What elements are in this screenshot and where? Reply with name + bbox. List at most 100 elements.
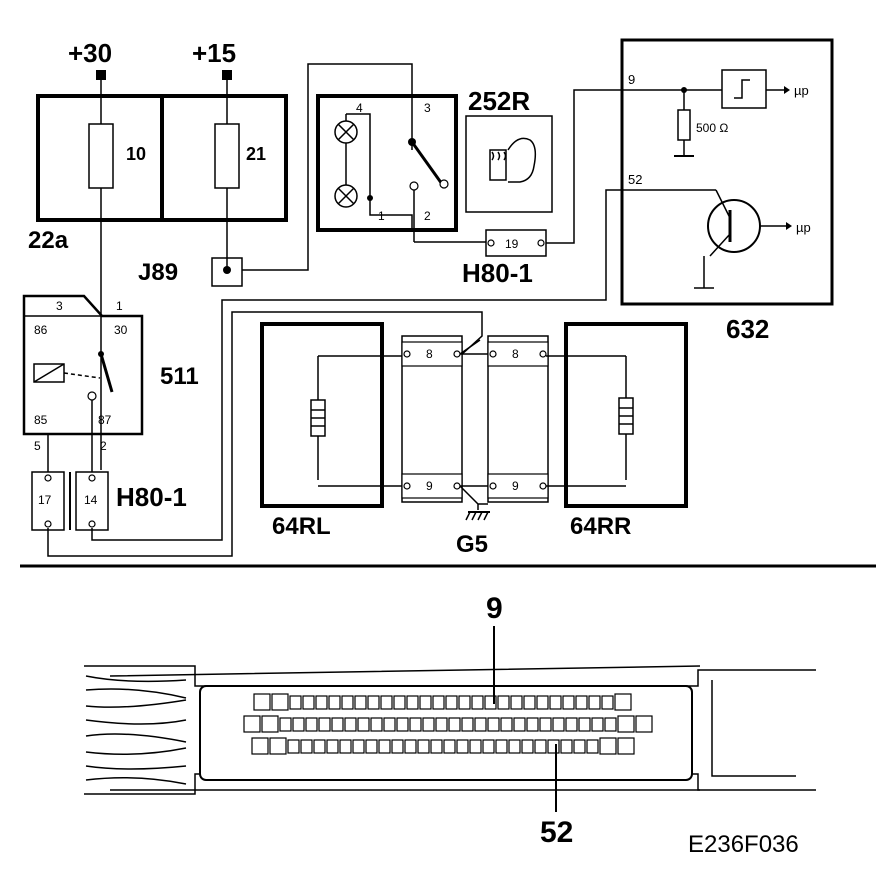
plug-pin bbox=[419, 695, 432, 710]
plug-pin bbox=[383, 717, 396, 732]
plug-pin bbox=[523, 695, 536, 710]
switch-panel: 4 3 1 2 bbox=[316, 94, 458, 242]
switch-pin-4: 4 bbox=[356, 101, 363, 115]
plug-pin bbox=[500, 717, 513, 732]
plug-pin bbox=[393, 695, 406, 710]
plug-pin bbox=[391, 739, 404, 754]
heater-conn-left: 8 9 bbox=[401, 335, 463, 503]
heater-conn-left-pin-bottom: 9 bbox=[426, 479, 433, 493]
plug-pin bbox=[588, 695, 601, 710]
relay-pin-3: 3 bbox=[56, 299, 63, 313]
plug-pin bbox=[404, 739, 417, 754]
plug-pin bbox=[617, 737, 635, 755]
relay-pin-5: 5 bbox=[34, 439, 41, 453]
plug-pin bbox=[344, 717, 357, 732]
wire-pin52-in bbox=[605, 189, 716, 296]
plug-pin bbox=[599, 737, 617, 755]
fuse-box: 10 21 bbox=[36, 80, 288, 470]
heater-conn-right-pin-top: 8 bbox=[512, 347, 519, 361]
plug-pin bbox=[445, 695, 458, 710]
switch-lever bbox=[410, 141, 444, 185]
supply-30-label: +30 bbox=[68, 38, 112, 68]
output-a-label: µp bbox=[794, 83, 809, 98]
relay-contact bbox=[99, 353, 114, 393]
heater-left bbox=[260, 322, 402, 508]
cable-harness-icon bbox=[85, 675, 187, 785]
plug-pin bbox=[367, 695, 380, 710]
wire-j89-switch bbox=[242, 63, 413, 271]
plug-pin bbox=[448, 717, 461, 732]
wire-h80-17 bbox=[47, 311, 483, 557]
output-b-label: µp bbox=[796, 220, 811, 235]
heater-left-label: 64RL bbox=[272, 513, 331, 540]
seat-switch-box bbox=[465, 115, 553, 213]
cu-pin-52: 52 bbox=[628, 172, 642, 187]
plug-pin bbox=[547, 739, 560, 754]
heater-right-label: 64RR bbox=[570, 513, 631, 540]
plug-pin bbox=[305, 717, 318, 732]
supply-15-label: +15 bbox=[192, 38, 236, 68]
plug-pin bbox=[378, 739, 391, 754]
connector-h80-mid bbox=[485, 229, 547, 257]
seat-heater-icon bbox=[489, 137, 537, 183]
relay-pin-1: 1 bbox=[116, 299, 123, 313]
resistor-label: 500 Ω bbox=[696, 121, 728, 135]
connector-h80-left: 17 14 bbox=[31, 471, 109, 531]
relay-pin-30: 30 bbox=[114, 323, 128, 337]
plug-pin bbox=[365, 739, 378, 754]
fuse-10-label: 10 bbox=[126, 144, 146, 164]
control-unit: 9 500 Ω µp 52 µp bbox=[605, 38, 834, 306]
connector-j89 bbox=[211, 257, 243, 287]
plug-pin bbox=[406, 695, 419, 710]
transistor-icon bbox=[707, 199, 761, 253]
fuse-10 bbox=[88, 123, 114, 189]
wire-h80-14 bbox=[91, 296, 607, 541]
j89-label: J89 bbox=[138, 259, 178, 286]
plug-pin bbox=[484, 695, 497, 710]
plug-pin bbox=[331, 717, 344, 732]
plug-pin bbox=[471, 695, 484, 710]
ground-g5-symbol bbox=[465, 511, 490, 521]
plug-detail bbox=[84, 665, 816, 795]
plug-callout-52: 52 bbox=[540, 816, 573, 849]
relay-pin-87: 87 bbox=[98, 413, 112, 427]
relay-label: 511 bbox=[160, 363, 199, 390]
plug-pin bbox=[417, 739, 430, 754]
plug-pin bbox=[456, 739, 469, 754]
plug-pin bbox=[432, 695, 445, 710]
plug-pin bbox=[269, 737, 287, 755]
plug-pin bbox=[352, 739, 365, 754]
plug-pin bbox=[617, 715, 635, 733]
h80-left-pin-14: 14 bbox=[84, 493, 98, 507]
switch-pin-1: 1 bbox=[378, 209, 385, 223]
plug-pin bbox=[354, 695, 367, 710]
plug-pin bbox=[586, 739, 599, 754]
cu-pin-9: 9 bbox=[628, 72, 635, 87]
plug-pin bbox=[287, 739, 300, 754]
plug-pin bbox=[370, 717, 383, 732]
plug-pin bbox=[614, 693, 632, 711]
relay-pin-2: 2 bbox=[100, 439, 107, 453]
switch-pin-3: 3 bbox=[424, 101, 431, 115]
switch-pin-2: 2 bbox=[424, 209, 431, 223]
fuse-box-label: 22a bbox=[28, 227, 69, 254]
plug-pin bbox=[510, 695, 523, 710]
plug-pin bbox=[341, 695, 354, 710]
supply-30-terminal bbox=[96, 70, 106, 80]
h80-mid-pin: 19 bbox=[505, 237, 519, 251]
plug-pin bbox=[591, 717, 604, 732]
plug-pin bbox=[575, 695, 588, 710]
seat-switch-label: 252R bbox=[468, 86, 530, 116]
plug-pin bbox=[604, 717, 617, 732]
plug-pin bbox=[261, 715, 279, 733]
plug-pin bbox=[443, 739, 456, 754]
fuse-21-label: 21 bbox=[246, 144, 266, 164]
plug-pin bbox=[560, 739, 573, 754]
plug-pin bbox=[487, 717, 500, 732]
plug-pin bbox=[253, 693, 271, 711]
plug-pin bbox=[521, 739, 534, 754]
h80-left-pin-17: 17 bbox=[38, 493, 52, 507]
plug-pin bbox=[315, 695, 328, 710]
plug-pin bbox=[243, 715, 261, 733]
